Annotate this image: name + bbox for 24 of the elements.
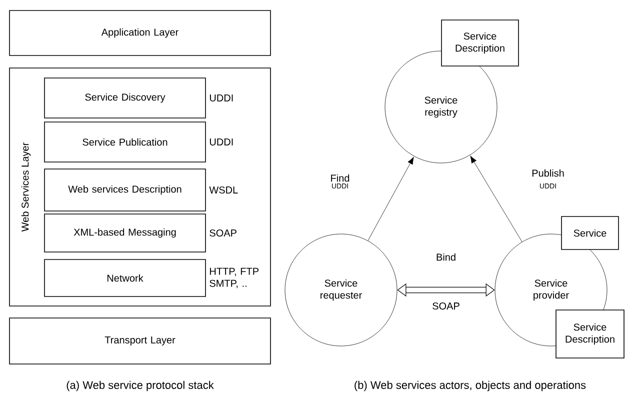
- layer-box: Web services Description: [44, 168, 206, 212]
- edge-label: Bind: [436, 253, 456, 261]
- layer-box: Transport Layer: [9, 318, 271, 364]
- protocol-label: WSDL: [209, 186, 238, 194]
- layer-box: XML-based Messaging: [44, 214, 206, 252]
- label-text: SOAP: [432, 302, 460, 310]
- edge-label: Find: [331, 174, 350, 182]
- edge-label: Publish: [532, 169, 564, 177]
- layer-box: Application Layer: [9, 10, 271, 56]
- protocol-label: HTTP, FTP SMTP, ..: [210, 268, 258, 288]
- layer-box: Network: [44, 259, 206, 297]
- protocol-label: UDDI: [210, 94, 233, 102]
- layer-box: Service Description: [441, 20, 519, 66]
- layer-box: Service Publication: [44, 122, 206, 162]
- protocol-label: SOAP: [210, 229, 236, 237]
- arrow: [368, 156, 414, 241]
- layer-box: Service Discovery: [44, 78, 206, 118]
- layer-box: Service Description: [556, 310, 624, 358]
- arrow: [470, 156, 522, 242]
- label-text: (a) Web service protocol stack: [66, 380, 214, 392]
- layer-box: Service: [561, 216, 619, 250]
- label-text: (b) Web services actors, objects and operations: [354, 380, 586, 392]
- double-arrow: [397, 283, 495, 297]
- protocol-label: UDDI: [210, 138, 233, 146]
